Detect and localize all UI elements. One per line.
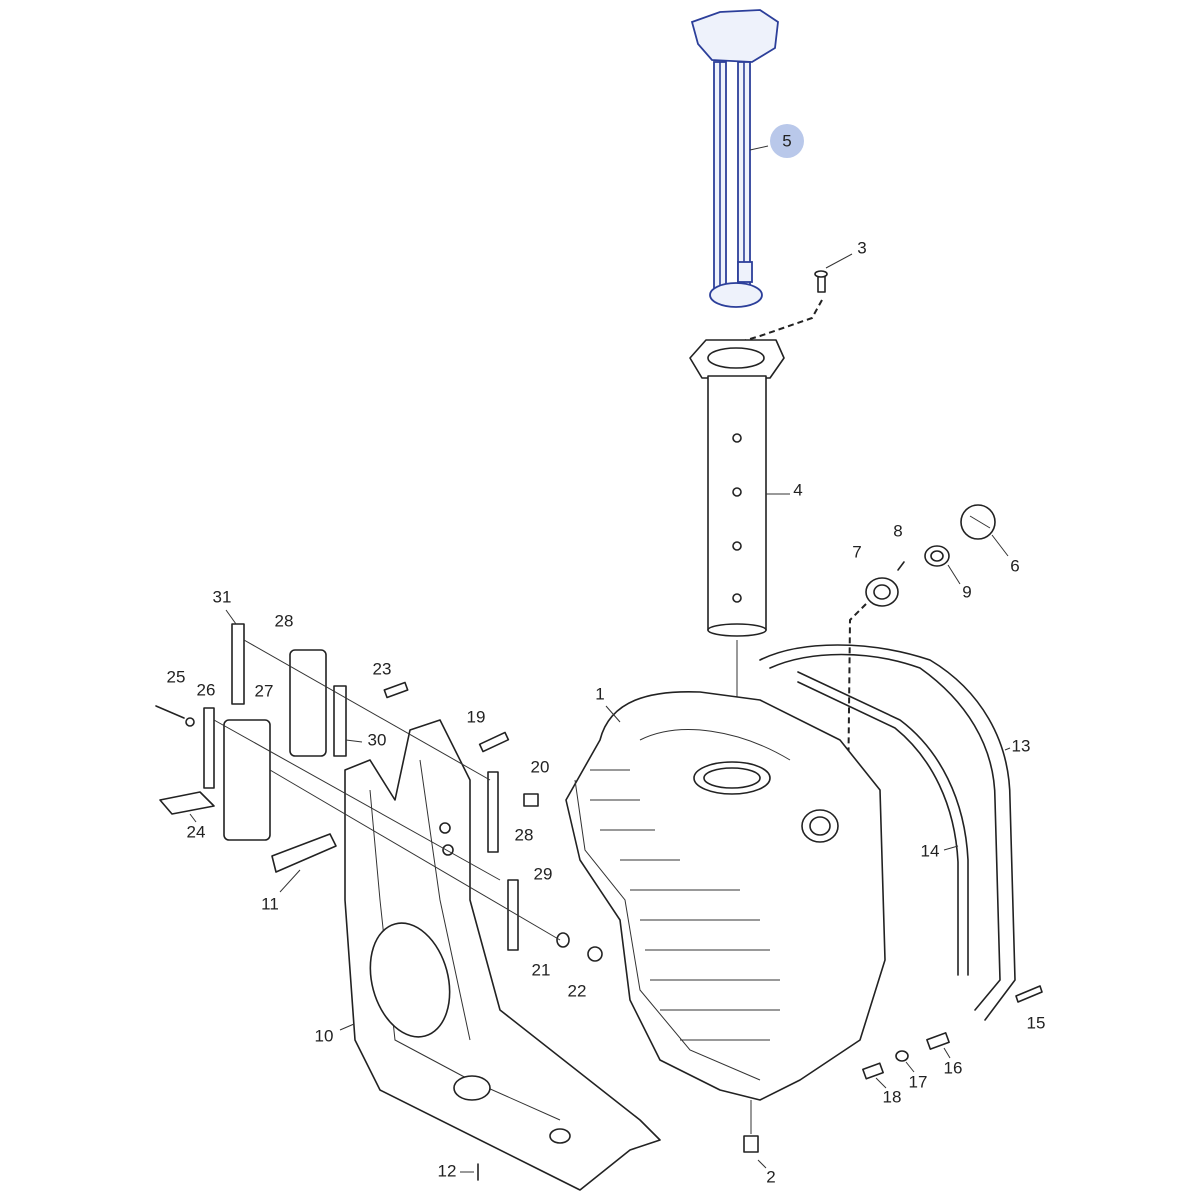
callout-labels: 1 2 3 4 5 6 7 8 9 10 11 12 13 14 15 16 1… — [167, 131, 1046, 1186]
part-1-fuel-tank[interactable] — [565, 690, 886, 1101]
callout-22[interactable]: 22 — [568, 981, 587, 1000]
callout-27[interactable]: 27 — [255, 681, 274, 700]
callout-28-upper[interactable]: 28 — [275, 611, 294, 630]
part-21-washer[interactable] — [556, 932, 570, 948]
part-4-sender-tube[interactable] — [689, 339, 785, 637]
callout-13[interactable]: 13 — [1012, 736, 1031, 755]
part-26-plate[interactable] — [203, 707, 215, 789]
callout-6[interactable]: 6 — [1010, 556, 1019, 575]
part-17-washer[interactable] — [895, 1050, 909, 1062]
callout-15[interactable]: 15 — [1027, 1013, 1046, 1032]
part-14-rubber-strip[interactable] — [797, 671, 969, 976]
callout-26[interactable]: 26 — [197, 680, 216, 699]
part-25-bolt[interactable] — [155, 705, 195, 727]
callout-19[interactable]: 19 — [467, 707, 486, 726]
part-31-plate[interactable] — [231, 623, 245, 705]
part-7-nut[interactable] — [865, 577, 899, 607]
callout-14[interactable]: 14 — [921, 841, 940, 860]
callout-1[interactable]: 1 — [595, 684, 604, 703]
callout-12[interactable]: 12 — [438, 1161, 457, 1180]
callout-21[interactable]: 21 — [532, 960, 551, 979]
callout-7[interactable]: 7 — [852, 542, 861, 561]
part-20-nut[interactable] — [523, 793, 539, 807]
part-28-plate[interactable] — [487, 771, 499, 853]
callout-23[interactable]: 23 — [373, 659, 392, 678]
part-9-adapter[interactable] — [924, 545, 950, 567]
callout-4[interactable]: 4 — [793, 480, 802, 499]
part-11-spacer[interactable] — [271, 833, 337, 873]
part-13-tank-strap[interactable] — [759, 644, 1016, 1021]
part-22-nut[interactable] — [587, 946, 603, 962]
callout-16[interactable]: 16 — [944, 1058, 963, 1077]
part-23-pin[interactable] — [383, 681, 409, 699]
part-2-drain-plug[interactable] — [743, 1135, 759, 1153]
callout-5-badge[interactable] — [770, 124, 804, 158]
callout-31[interactable]: 31 — [213, 587, 232, 606]
callout-28-lower[interactable]: 28 — [515, 825, 534, 844]
callout-11[interactable]: 11 — [261, 894, 279, 913]
callout-24[interactable]: 24 — [187, 822, 206, 841]
callout-25[interactable]: 25 — [167, 667, 186, 686]
callout-10[interactable]: 10 — [315, 1026, 334, 1045]
callout-17[interactable]: 17 — [909, 1072, 928, 1091]
callout-18[interactable]: 18 — [883, 1087, 902, 1106]
part-3-screw[interactable] — [814, 270, 828, 293]
callout-9[interactable]: 9 — [962, 582, 971, 601]
part-16-sleeve[interactable] — [926, 1032, 950, 1050]
callout-5[interactable]: 5 — [782, 131, 791, 150]
callout-3[interactable]: 3 — [857, 238, 866, 257]
callout-20[interactable]: 20 — [531, 757, 550, 776]
callout-8[interactable]: 8 — [893, 521, 902, 540]
part-24-bracket[interactable] — [159, 791, 215, 815]
part-5-fuel-level-sender[interactable] — [690, 9, 779, 308]
callout-2[interactable]: 2 — [766, 1167, 775, 1186]
part-6-filler-cap[interactable] — [960, 504, 996, 540]
part-28-clamp-block[interactable] — [289, 649, 327, 757]
part-30-plate[interactable] — [333, 685, 347, 757]
callout-29[interactable]: 29 — [534, 864, 553, 883]
callout-30[interactable]: 30 — [368, 730, 387, 749]
part-8-clip[interactable] — [897, 561, 905, 571]
part-27-clamp-block[interactable] — [223, 719, 271, 841]
part-19-pin[interactable] — [478, 731, 510, 753]
part-15-bolt[interactable] — [1015, 985, 1043, 1003]
part-18-nut[interactable] — [862, 1062, 884, 1080]
